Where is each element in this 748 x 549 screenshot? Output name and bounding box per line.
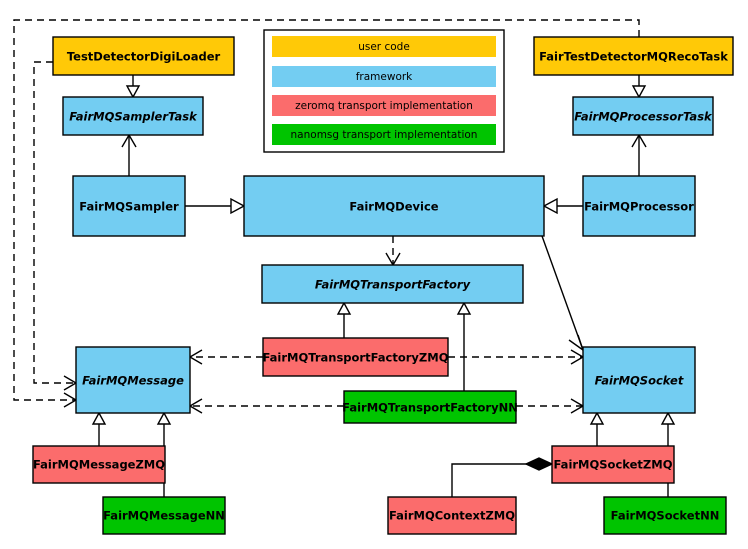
node-fair-mq-message-zmq[interactable]: FairMQMessageZMQ (32, 445, 166, 484)
legend-swatch-nanomsg (272, 124, 496, 145)
node-fair-mq-message[interactable]: FairMQMessage (75, 346, 191, 414)
edge-sampler-samplertask (121, 133, 137, 176)
node-fair-mq-socket-zmq[interactable]: FairMQSocketZMQ (551, 445, 675, 484)
node-fair-mq-transport-factory-nn[interactable]: FairMQTransportFactoryNN (342, 390, 518, 424)
node-label-fair-test-detector-mq-reco-task: FairTestDetectorMQRecoTask (539, 50, 728, 64)
node-label-fair-mq-context-zmq: FairMQContextZMQ (389, 509, 515, 523)
legend: user code framework zeromq transport imp… (263, 29, 505, 153)
legend-label-framework: framework (356, 71, 413, 83)
legend-label-zeromq: zeromq transport implementation (295, 100, 473, 112)
legend-swatch-framework (272, 66, 496, 87)
node-label-fair-mq-sampler-task: FairMQSamplerTask (69, 110, 198, 124)
node-fair-mq-socket[interactable]: FairMQSocket (582, 346, 696, 414)
edge-factorynn-factory (456, 301, 472, 391)
node-fair-mq-transport-factory-zmq[interactable]: FairMQTransportFactoryZMQ (262, 337, 449, 377)
node-fair-mq-sampler[interactable]: FairMQSampler (72, 175, 186, 237)
node-fair-mq-processor[interactable]: FairMQProcessor (582, 175, 696, 237)
edge-processor-processortask (631, 133, 647, 176)
edge-sampler-device (185, 197, 246, 215)
node-fair-mq-processor-task[interactable]: FairMQProcessorTask (572, 96, 714, 136)
legend-item-nanomsg: nanomsg transport implementation (272, 124, 496, 145)
edge-digiloader-samplertask (125, 75, 141, 99)
node-label-fair-mq-sampler: FairMQSampler (79, 200, 179, 214)
node-layer: TestDetectorDigiLoader FairTestDetectorM… (32, 36, 734, 535)
legend-item-user-code: user code (272, 36, 496, 57)
node-label-fair-mq-transport-factory-zmq: FairMQTransportFactoryZMQ (262, 351, 448, 365)
edge-contextzmq-socketzmq (451, 457, 554, 497)
edge-socketzmq-socket (589, 411, 605, 446)
legend-swatch-user-code (272, 36, 496, 57)
edge-factoryzmq-message (188, 349, 263, 365)
node-label-fair-mq-socket-zmq: FairMQSocketZMQ (554, 458, 673, 472)
node-fair-mq-socket-nn[interactable]: FairMQSocketNN (603, 496, 727, 535)
edge-recotask-processortask (631, 75, 647, 99)
node-label-fair-mq-message-zmq: FairMQMessageZMQ (33, 458, 165, 472)
edge-processor-device (542, 197, 583, 215)
legend-item-framework: framework (272, 66, 496, 87)
node-fair-mq-message-nn[interactable]: FairMQMessageNN (102, 496, 226, 535)
node-label-fair-mq-socket: FairMQSocket (595, 374, 684, 388)
node-label-fair-mq-socket-nn: FairMQSocketNN (611, 509, 720, 523)
edge-factorynn-message (188, 398, 344, 414)
legend-item-zeromq: zeromq transport implementation (272, 95, 496, 116)
edge-factoryzmq-socket (448, 349, 585, 365)
node-fair-mq-device[interactable]: FairMQDevice (243, 175, 545, 237)
legend-swatch-zeromq (272, 95, 496, 116)
edge-messagezmq-message (91, 411, 107, 446)
node-label-test-detector-digi-loader: TestDetectorDigiLoader (67, 50, 221, 64)
node-fair-mq-transport-factory[interactable]: FairMQTransportFactory (261, 264, 524, 304)
edge-factorynn-socket (516, 398, 585, 414)
node-label-fair-mq-transport-factory-nn: FairMQTransportFactoryNN (342, 401, 518, 415)
edge-factoryzmq-factory (336, 301, 352, 338)
node-label-fair-mq-processor-task: FairMQProcessorTask (574, 110, 713, 124)
legend-label-nanomsg: nanomsg transport implementation (291, 129, 478, 141)
node-label-fair-mq-device: FairMQDevice (349, 200, 438, 214)
legend-label-user-code: user code (358, 41, 410, 53)
node-label-fair-mq-message-nn: FairMQMessageNN (103, 509, 225, 523)
node-fair-mq-context-zmq[interactable]: FairMQContextZMQ (387, 496, 517, 535)
node-fair-test-detector-mq-reco-task[interactable]: FairTestDetectorMQRecoTask (533, 36, 734, 76)
node-fair-mq-sampler-task[interactable]: FairMQSamplerTask (62, 96, 204, 136)
edge-device-transportfactory (385, 236, 401, 267)
edge-device-socket (541, 235, 585, 352)
node-label-fair-mq-message: FairMQMessage (82, 374, 184, 388)
node-test-detector-digi-loader[interactable]: TestDetectorDigiLoader (52, 36, 235, 76)
node-label-fair-mq-transport-factory: FairMQTransportFactory (315, 278, 471, 292)
node-label-fair-mq-processor: FairMQProcessor (584, 200, 694, 214)
